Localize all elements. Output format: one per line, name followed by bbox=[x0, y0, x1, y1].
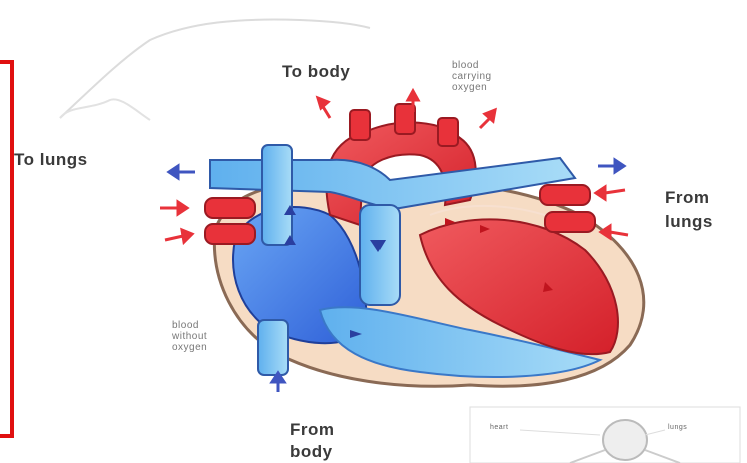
inset-label-heart: heart bbox=[490, 424, 508, 431]
label-from-lungs-line1: From bbox=[665, 188, 710, 208]
label-to-body: To body bbox=[282, 62, 350, 82]
inset-label-lungs: lungs bbox=[668, 424, 687, 431]
label-from-lungs-line2: lungs bbox=[665, 212, 713, 232]
label-to-lungs: To lungs bbox=[14, 150, 88, 170]
label-from-body-line1: From bbox=[290, 420, 335, 440]
label-without-oxygen: blood without oxygen bbox=[172, 320, 207, 353]
superior-vena-cava bbox=[262, 145, 292, 245]
label-oxygen: blood carrying oxygen bbox=[452, 60, 492, 93]
inferior-vena-cava bbox=[258, 320, 288, 375]
label-from-body-line2: body bbox=[290, 442, 333, 462]
